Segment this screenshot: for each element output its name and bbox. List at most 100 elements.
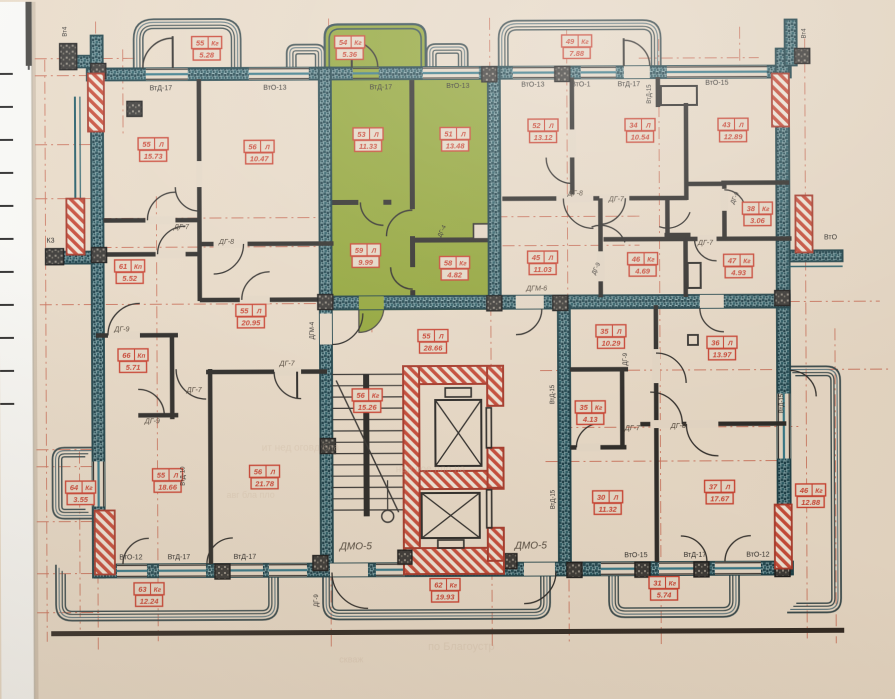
svg-text:ДГ-9: ДГ-9 <box>144 418 160 425</box>
svg-text:Кг: Кг <box>743 258 751 265</box>
svg-text:ДМО-5: ДМО-5 <box>514 541 548 552</box>
svg-text:53: 53 <box>357 130 366 139</box>
svg-text:ВтД-17: ВтД-17 <box>618 81 641 88</box>
svg-text:Кг: Кг <box>154 587 162 594</box>
svg-text:Л: Л <box>613 495 619 502</box>
svg-text:45: 45 <box>531 253 541 262</box>
svg-text:Л: Л <box>438 334 444 341</box>
svg-text:12.88: 12.88 <box>801 498 821 507</box>
svg-text:Кг: Кг <box>815 488 823 495</box>
svg-text:36: 36 <box>711 338 720 347</box>
svg-text:55: 55 <box>422 332 431 341</box>
svg-text:ДГ-9: ДГ-9 <box>591 261 602 276</box>
svg-text:7.88: 7.88 <box>569 49 584 58</box>
svg-text:Кг: Кг <box>85 485 93 492</box>
svg-text:Кг: Кг <box>459 260 467 267</box>
svg-text:скваж: скваж <box>339 654 363 664</box>
svg-text:55: 55 <box>157 471 166 480</box>
svg-text:ДГ-7: ДГ-7 <box>173 224 190 231</box>
svg-text:ДГ-7: ДГ-7 <box>186 387 203 394</box>
svg-text:15.26: 15.26 <box>358 403 378 412</box>
svg-text:66: 66 <box>122 351 131 360</box>
svg-text:Кг: Кг <box>669 581 677 588</box>
svg-text:Л: Л <box>738 122 744 129</box>
svg-text:17.67: 17.67 <box>710 494 730 503</box>
svg-text:Вт4: Вт4 <box>802 28 808 39</box>
svg-text:ДГ-7: ДГ-7 <box>697 240 714 247</box>
svg-text:5.36: 5.36 <box>342 50 357 59</box>
svg-text:ВтО-1: ВтО-1 <box>571 81 590 88</box>
svg-text:9.99: 9.99 <box>358 258 373 267</box>
svg-text:Кг: Кг <box>354 40 362 47</box>
svg-text:12.24: 12.24 <box>140 597 160 606</box>
svg-text:55: 55 <box>196 39 205 48</box>
svg-text:37: 37 <box>709 482 718 491</box>
svg-text:13.97: 13.97 <box>713 350 733 359</box>
svg-text:51: 51 <box>444 129 452 138</box>
svg-text:ДГ-7: ДГ-7 <box>608 196 625 203</box>
svg-text:ВтО-12: ВтО-12 <box>119 554 142 561</box>
svg-text:56: 56 <box>248 142 257 151</box>
svg-text:ДГ-9: ДГ-9 <box>730 191 741 206</box>
svg-text:ВтД-10: ВтД-10 <box>181 466 187 486</box>
svg-text:3.55: 3.55 <box>73 495 88 504</box>
svg-text:ВтО-13: ВтО-13 <box>446 83 469 90</box>
svg-text:Кг: Кг <box>372 393 380 400</box>
svg-text:ВтО-15: ВтО-15 <box>705 80 728 87</box>
svg-text:61: 61 <box>119 262 127 271</box>
svg-text:55: 55 <box>240 306 249 315</box>
svg-text:ДГ-9: ДГ-9 <box>623 352 629 365</box>
svg-text:ДГ-8: ДГ-8 <box>567 190 583 197</box>
svg-text:54: 54 <box>339 38 348 47</box>
svg-text:43: 43 <box>721 120 731 129</box>
svg-text:Л: Л <box>548 123 554 130</box>
svg-text:ВтО-13: ВтО-13 <box>263 85 286 92</box>
svg-text:Л: Л <box>264 144 270 151</box>
svg-text:11.03: 11.03 <box>534 265 553 274</box>
svg-text:46: 46 <box>631 255 641 264</box>
svg-text:46: 46 <box>799 486 809 495</box>
svg-text:13.48: 13.48 <box>446 141 466 150</box>
svg-text:38: 38 <box>747 204 756 213</box>
svg-text:21.78: 21.78 <box>254 479 275 488</box>
svg-text:Кп: Кп <box>134 264 142 271</box>
svg-text:ДГ-8: ДГ-8 <box>670 423 686 430</box>
svg-text:ДГ-4: ДГ-4 <box>437 224 448 239</box>
svg-text:56: 56 <box>254 467 263 476</box>
svg-text:11.33: 11.33 <box>359 142 378 151</box>
svg-text:Л: Л <box>460 131 466 138</box>
svg-text:ДГ-7: ДГ-7 <box>279 361 296 368</box>
svg-text:ВтД-15: ВтД-15 <box>551 489 557 509</box>
svg-text:Л: Л <box>373 132 379 139</box>
svg-text:59: 59 <box>355 246 364 255</box>
svg-text:Л: Л <box>727 340 733 347</box>
svg-text:Л: Л <box>158 142 164 149</box>
svg-text:Л: Л <box>548 255 554 262</box>
svg-text:К3: К3 <box>47 238 55 245</box>
svg-text:13.12: 13.12 <box>534 133 554 142</box>
svg-text:ВтО-15: ВтО-15 <box>624 552 647 559</box>
svg-text:5.74: 5.74 <box>657 591 672 600</box>
svg-text:55: 55 <box>142 140 151 149</box>
svg-text:Кг: Кг <box>762 206 770 213</box>
svg-text:10.47: 10.47 <box>250 154 270 163</box>
svg-text:Л: Л <box>616 329 622 336</box>
svg-text:ДГМ-6: ДГМ-6 <box>525 286 547 293</box>
svg-text:4.13: 4.13 <box>582 415 598 424</box>
svg-text:ВтД-17: ВтД-17 <box>168 554 191 561</box>
svg-text:ДГ-9: ДГ-9 <box>314 594 320 607</box>
svg-text:64: 64 <box>70 483 79 492</box>
svg-text:ВтД-17: ВтД-17 <box>370 84 393 91</box>
svg-text:ВтД-15: ВтД-15 <box>779 393 785 413</box>
svg-text:31: 31 <box>653 579 661 588</box>
svg-text:52: 52 <box>532 121 541 130</box>
svg-text:Кп: Кп <box>137 353 145 360</box>
svg-text:15.73: 15.73 <box>144 152 164 161</box>
svg-text:Л: Л <box>725 484 731 491</box>
svg-text:ит нед оговд бла: ит нед оговд бла <box>262 441 340 453</box>
svg-text:Кг: Кг <box>450 582 458 589</box>
svg-text:11.32: 11.32 <box>599 505 618 514</box>
svg-text:19.93: 19.93 <box>436 592 456 601</box>
svg-text:Вт4: Вт4 <box>63 26 69 37</box>
svg-text:35: 35 <box>600 327 609 336</box>
